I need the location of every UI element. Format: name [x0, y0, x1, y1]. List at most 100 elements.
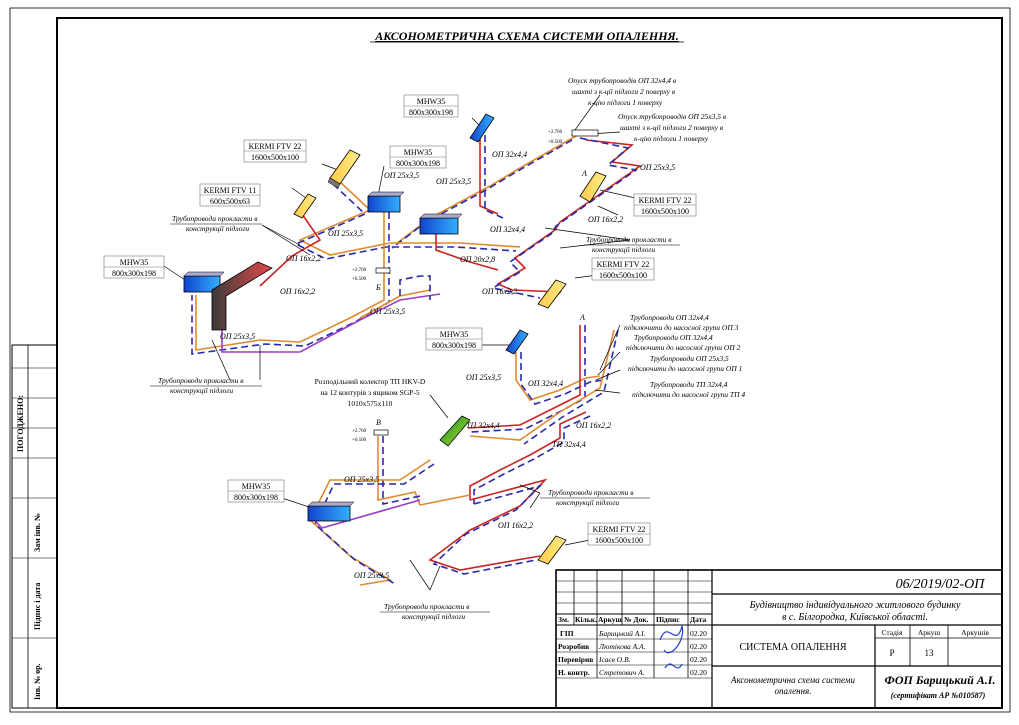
pipe-label: ОП 25x3,5 [354, 571, 389, 580]
person-date: 02.20 [690, 655, 707, 664]
svg-text:+2.760: +2.760 [548, 130, 563, 135]
doc-code: 06/2019/02-ОП [896, 577, 986, 592]
pipe-label: ОП 25x3,5 [640, 163, 675, 172]
pipe-supply [377, 436, 471, 506]
title-block-text: 06/2019/02-ОП Будівництво індивідуальног… [558, 577, 995, 700]
radiator-mhw-lower2 [307, 501, 355, 522]
approval-label: ПОГОДЖЕНО: [16, 395, 25, 452]
pipe-return [294, 183, 517, 260]
floor-note: конструкції підлоги [402, 612, 465, 621]
floor-note: конструкції підлоги [556, 498, 619, 507]
pipe-return [523, 329, 619, 445]
floor-note: конструкції підлоги [592, 245, 655, 254]
stamp-header: Підпис [656, 615, 680, 624]
pipe-return [473, 415, 591, 504]
pump-notes: Трубопроводи ОП 32x4,4 підключити до нас… [624, 313, 745, 399]
riser-note-2c: к-цію підлоги 1 поверху [634, 134, 709, 143]
stamp-header: Зм. [558, 615, 569, 624]
rad-size: 800x300x198 [396, 159, 440, 168]
pipe-supply [315, 499, 421, 529]
rad-name: KERMI FTV 22 [639, 196, 692, 205]
radiator-kermi-right2 [537, 279, 567, 309]
pipe-supply [496, 139, 643, 306]
pipe-return [191, 212, 390, 355]
company-name: ФОП Барицький А.І. [885, 673, 996, 687]
svg-text:+2.760: +2.760 [352, 429, 367, 434]
radiator-mhw-mid1 [367, 191, 405, 213]
pipe-return [432, 484, 543, 575]
person-role: ГІП [560, 629, 574, 638]
rad-size: 800x300x198 [234, 493, 278, 502]
svg-text:1010x575x110: 1010x575x110 [348, 399, 393, 408]
project-line-1: Будівництво індивідуального житлового бу… [749, 600, 961, 611]
rad-label-7: MHW35 800x300x198 [425, 327, 483, 351]
rad-name: MHW35 [404, 148, 432, 157]
pipe-return [484, 135, 504, 219]
section-marks: А Б В А [375, 169, 587, 427]
rad-label-2: MHW35 800x300x198 [389, 145, 447, 169]
rad-name: MHW35 [417, 97, 445, 106]
pipe-return [469, 325, 586, 433]
svg-text:+0.500: +0.500 [352, 277, 367, 282]
radiator-labels: KERMI FTV 22 1600x500x100 MHW35 800x300x… [103, 94, 697, 546]
stage-value: Р [889, 648, 894, 658]
left-strip: ПОГОДЖЕНО: Зам інв. № Підпис і дата Інв.… [11, 344, 58, 709]
stamp-header: Кільк. [575, 615, 597, 624]
pipe-label: ОП 20x2,8 [460, 255, 495, 264]
sign-date-label: Підпис і дата [33, 583, 42, 630]
rad-label-0: KERMI FTV 22 1600x500x100 [243, 139, 307, 163]
floor-note: Трубопроводи прокласти в [586, 235, 672, 244]
floor-note: конструкції підлоги [170, 386, 233, 395]
rad-size: 1600x500x100 [641, 207, 689, 216]
radiator-kermi11 [293, 193, 317, 219]
radiator-mhw-mid2 [419, 213, 463, 235]
pipe-size-labels: ОП 32x4,4 ОП 25x3,5 ОП 25x3,5 ОП 32x4,4 … [220, 150, 675, 580]
pipe-label: ОП 16x2,2 [280, 287, 315, 296]
sheet-header: Аркуш [918, 628, 940, 637]
pipe-network [191, 135, 643, 586]
person-date: 02.20 [690, 629, 707, 638]
floor-note: конструкції підлоги [186, 224, 249, 233]
svg-text:підключити до насосної групи О: підключити до насосної групи ОП 2 [626, 343, 741, 352]
rad-size: 800x300x198 [409, 108, 453, 117]
person-name: Барицький А.І. [598, 629, 646, 638]
pipe-supply [259, 213, 322, 287]
collector-note: Розподільний колектор ТП HKV-D на 12 кон… [315, 377, 426, 408]
title-block [555, 569, 1003, 709]
rad-label-8: MHW35 800x300x198 [227, 479, 285, 503]
svg-text:на 12 контурів з ящиком SGP-5: на 12 контурів з ящиком SGP-5 [320, 388, 420, 397]
elevation-marks: +2.760 +0.500 +2.760 +0.500 +2.760 +0.50… [352, 130, 563, 443]
rad-size: 1600x500x100 [251, 153, 299, 162]
person-role: Розробив [558, 642, 589, 651]
certificate: (сертифікат АР №010587) [891, 691, 986, 700]
rad-label-4: MHW35 800x300x198 [103, 255, 165, 279]
sheet-title-1: Аксонометрична схема системи [730, 675, 856, 685]
pipe-label: ОП 32x4,4 [492, 150, 527, 159]
pipe-label: ОП 32x4,4 [528, 379, 563, 388]
pipe-return [382, 436, 421, 505]
riser-note-1c: к-цію підлоги 1 поверху [588, 98, 663, 107]
riser-note-1b: шахті з к-ції підлоги 2 поверху в [572, 87, 676, 96]
radiator-mhw-top [469, 113, 495, 143]
pipe-supply [479, 135, 499, 215]
radiator-mhw-lower1 [505, 329, 529, 355]
pipe-supply [435, 232, 499, 271]
rad-size: 800x300x198 [112, 269, 156, 278]
pipe-label: ОП 16x2,2 [498, 521, 533, 530]
pipe-supply [469, 411, 587, 500]
rad-name: KERMI FTV 11 [204, 186, 256, 195]
rad-name: KERMI FTV 22 [249, 142, 302, 151]
pipe-label: ТП 32x4,4 [466, 421, 500, 430]
svg-text:Розподільний колектор ТП HKV-D: Розподільний колектор ТП HKV-D [315, 377, 426, 386]
pipe-label: ОП 25x3,5 [466, 373, 501, 382]
svg-text:А: А [579, 313, 585, 322]
rad-name: MHW35 [242, 482, 270, 491]
pipe-return [314, 463, 435, 585]
floor-note: Трубопроводи прокласти в [158, 376, 244, 385]
inv-zam-label: Зам інв. № [33, 513, 42, 552]
riser-note-2b: шахті з к-ції підлоги 2 поверху в [620, 123, 724, 132]
rad-size: 800x300x198 [432, 341, 476, 350]
radiator-mhw-left [183, 271, 225, 293]
notes: Опуск трубопроводів ОП 32x4,4 в шахті з … [150, 76, 745, 621]
